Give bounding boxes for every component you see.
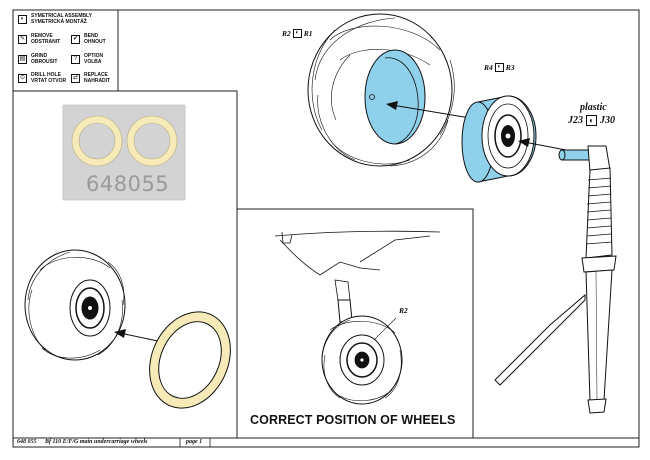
label-r4-r3: R4 ◐ R3 — [484, 63, 515, 72]
label-plastic: plastic — [580, 102, 607, 113]
fret-code: 648055 — [86, 172, 170, 196]
label-r2-inset: R2 — [399, 306, 408, 315]
replace-icon: ⇄ — [71, 74, 80, 83]
tyre-hub-socket — [364, 49, 426, 145]
arrow-axle-to-rim — [523, 141, 567, 151]
inset-drawing — [274, 230, 441, 405]
wheel-small — [24, 249, 126, 361]
footer-page: page 1 — [186, 439, 203, 445]
label-r2-r1: R2 ◐ R1 — [282, 29, 313, 38]
symmetry-icon: ◐ — [292, 29, 302, 38]
footer-product: 648 055 — [17, 439, 37, 445]
page-frame — [12, 9, 640, 448]
label-j23-j30: J23 ◐ J30 — [568, 115, 615, 126]
inset-caption: CORRECT POSITION OF WHEELS — [250, 413, 456, 427]
remove-icon: ✎ — [18, 35, 27, 44]
bend-icon: ✔ — [71, 35, 80, 44]
inset-box — [236, 208, 474, 439]
option-icon: ? — [71, 55, 80, 64]
drill-icon: ⊙ — [18, 74, 27, 83]
legend-box — [12, 9, 119, 92]
footer-title: Bf 110 E/F/G main undercarriage wheels — [45, 439, 148, 445]
landing-leg — [494, 145, 617, 414]
wheel-rim — [461, 95, 537, 183]
symmetry-icon: ◐ — [18, 15, 27, 24]
symmetry-icon: ◐ — [494, 63, 504, 72]
arrow-rim-to-tyre — [391, 104, 471, 119]
symmetry-icon: ◐ — [586, 115, 597, 126]
pe-ring-part — [149, 311, 231, 409]
grind-icon: ▤ — [18, 55, 27, 64]
